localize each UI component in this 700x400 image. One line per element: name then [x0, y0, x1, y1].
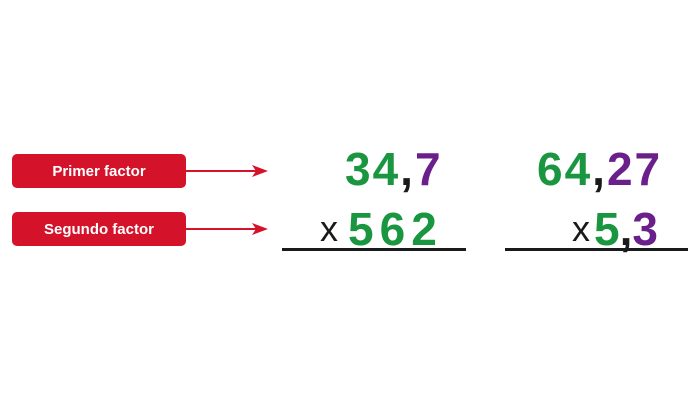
- problem2-first-factor: 64,27: [537, 146, 662, 192]
- problem2-bottom-comma: ,: [619, 203, 633, 255]
- problem2-top-comma: ,: [592, 143, 607, 195]
- problem1-top-integer: 34: [345, 143, 401, 195]
- problem2-result-line: [505, 248, 688, 251]
- primer-factor-label: Primer factor: [12, 154, 186, 188]
- arrow-right-icon: [186, 165, 268, 177]
- problem1-top-decimal: 7: [414, 143, 443, 195]
- multiply-sign: x: [572, 208, 590, 249]
- segundo-factor-label: Segundo factor: [12, 212, 186, 246]
- problem1-bottom-digit: 6: [379, 203, 406, 255]
- problem1-bottom-digit: 5: [348, 203, 374, 255]
- problem2-top-integer: 64: [537, 143, 593, 195]
- problem1-first-factor: 34,7: [345, 146, 443, 192]
- problem2-second-factor: x5,3: [572, 206, 658, 252]
- problem1-bottom-digit: 2: [411, 203, 437, 255]
- problem2-bottom-integer: 5: [594, 203, 620, 255]
- problem1-top-comma: ,: [400, 143, 415, 195]
- segundo-factor-text: Segundo factor: [43, 220, 154, 238]
- problem2-top-decimal: 27: [606, 143, 663, 195]
- problem2-bottom-decimal: 3: [632, 203, 658, 255]
- arrow-right-icon: [186, 223, 268, 235]
- problem1-result-line: [282, 248, 466, 251]
- multiply-sign: x: [320, 208, 338, 249]
- primer-factor-text: Primer factor: [52, 162, 146, 180]
